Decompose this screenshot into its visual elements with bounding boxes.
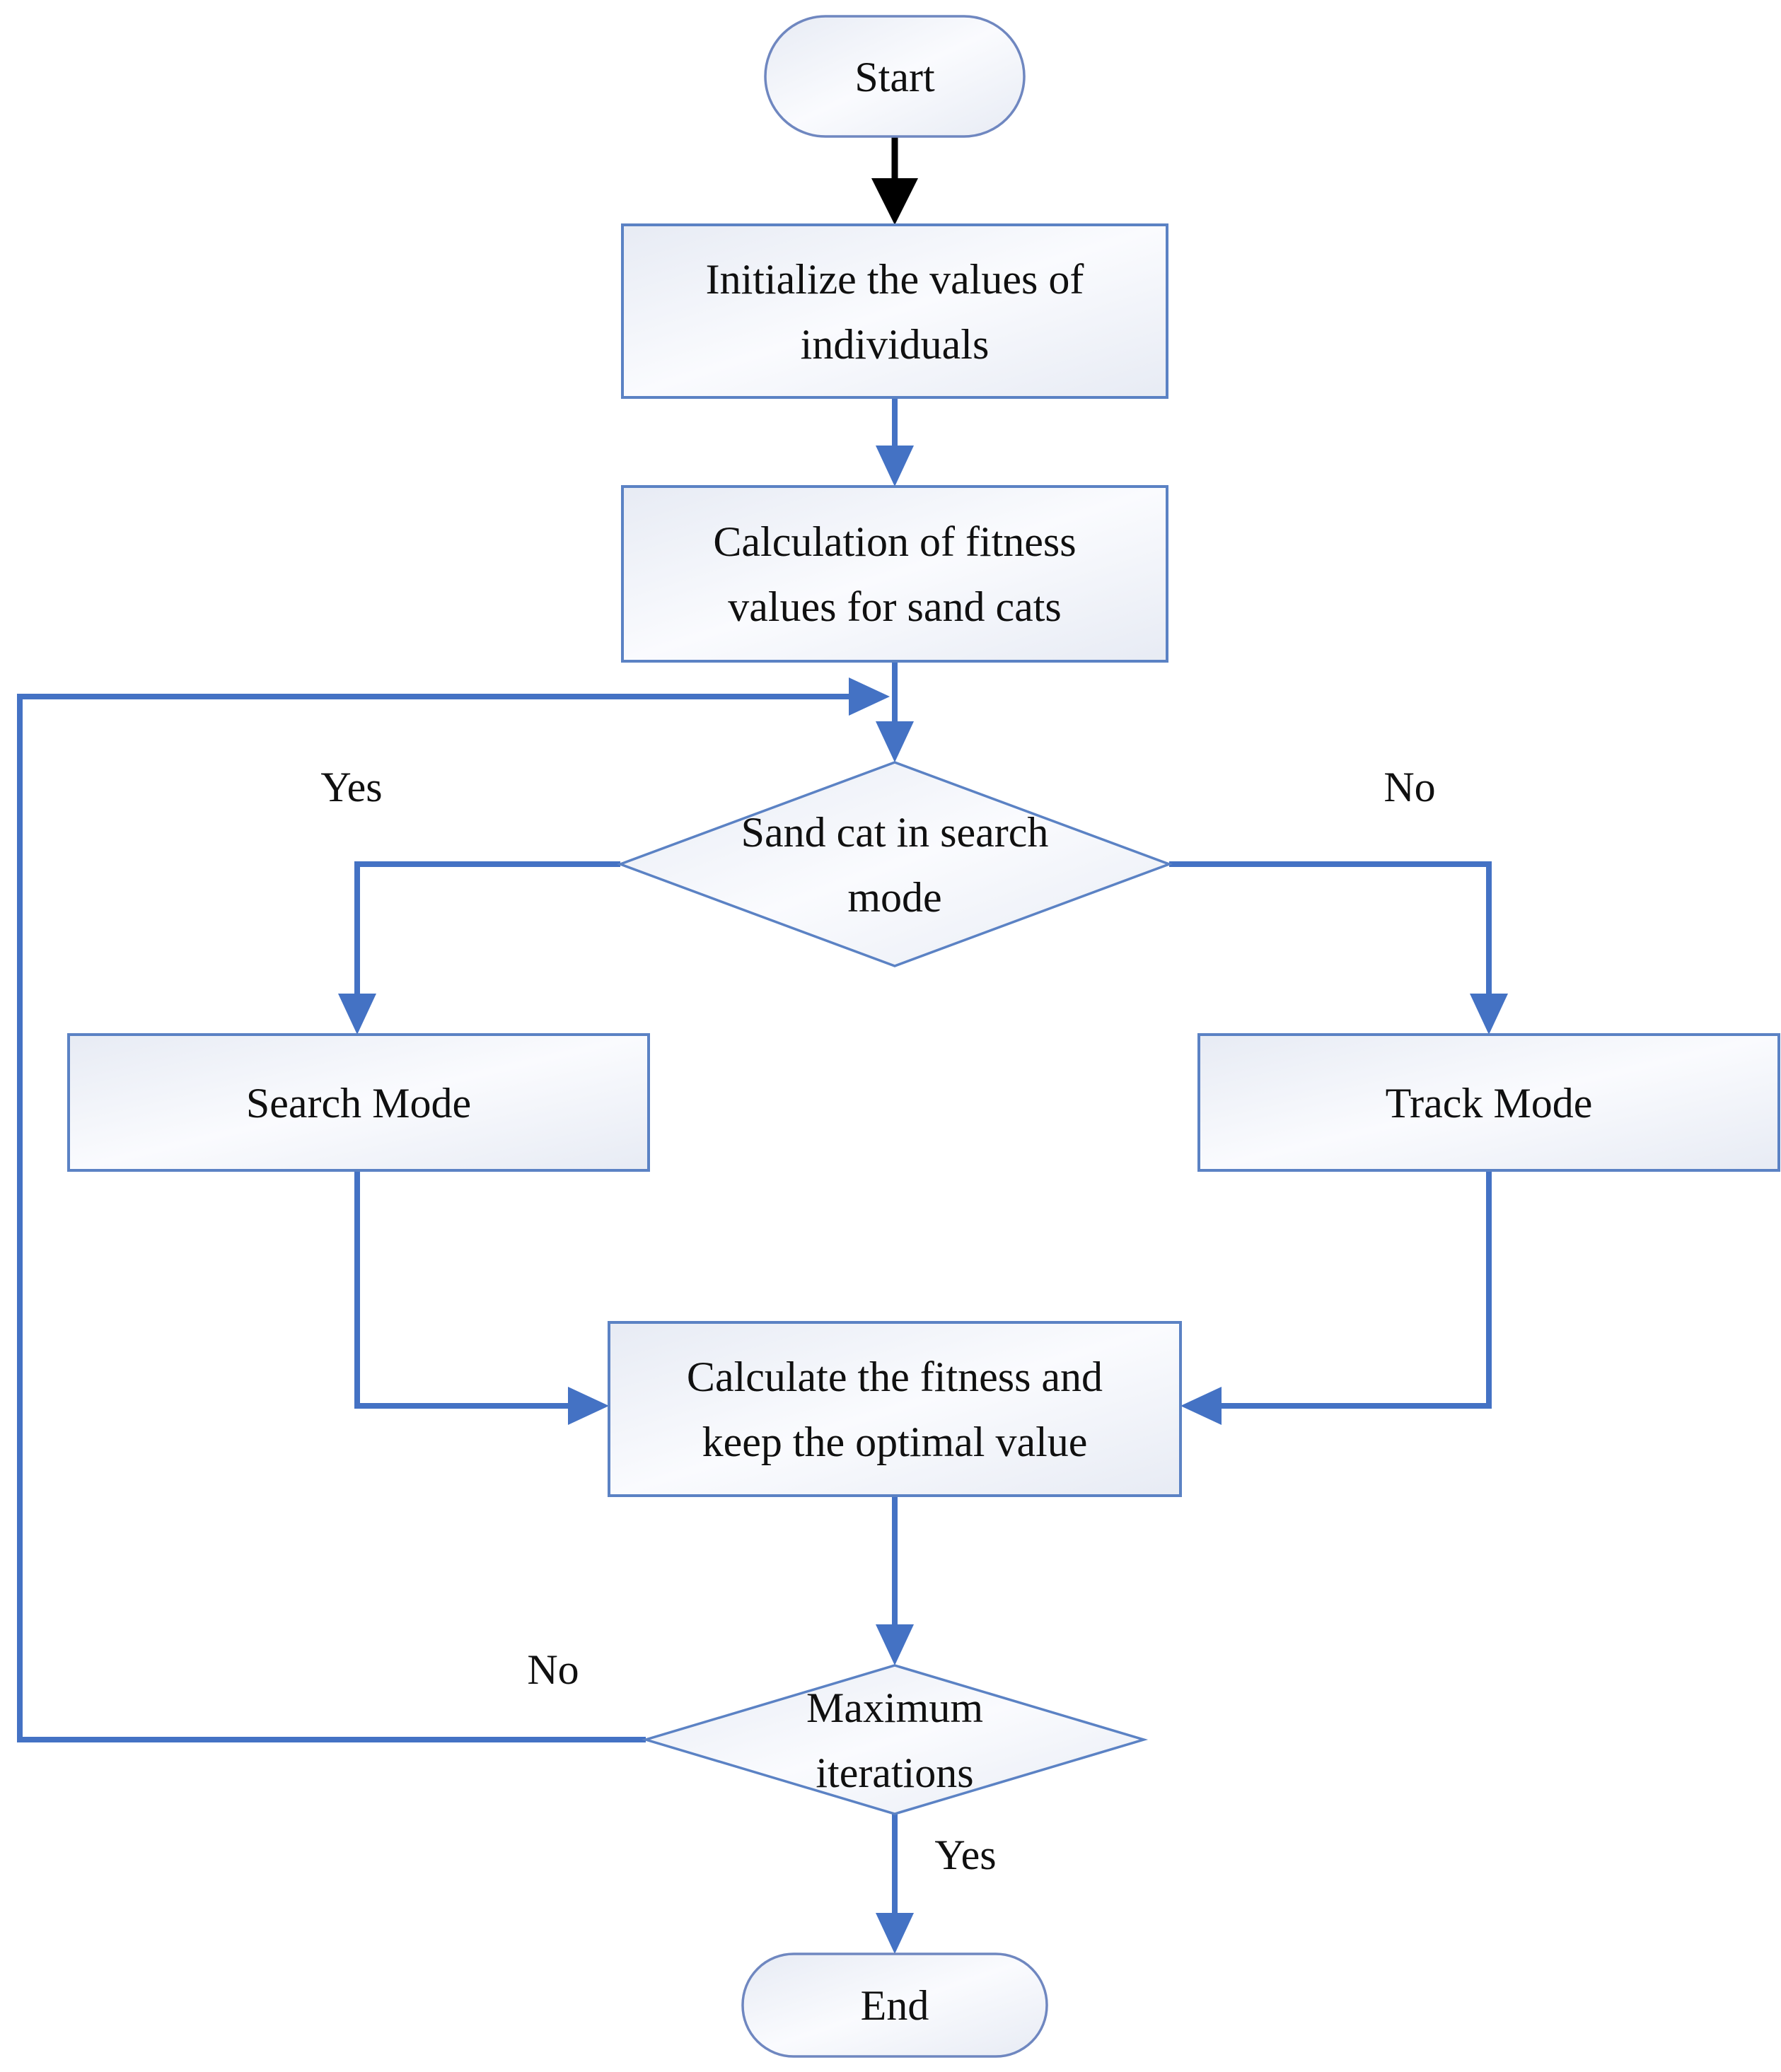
max-iterations-label-line2: iterations [816, 1750, 973, 1796]
fitness-label-line1: Calculation of fitness [713, 518, 1076, 565]
initialize-label-line2: individuals [801, 321, 990, 368]
calculate-label-line1: Calculate the fitness and [687, 1354, 1103, 1400]
label-search-yes: Yes [320, 764, 382, 810]
label-iterations-no: No [527, 1646, 579, 1693]
search-mode-label: Search Mode [246, 1080, 471, 1127]
label-search-no: No [1383, 764, 1435, 810]
track-mode-node: Track Mode [1197, 1033, 1780, 1172]
search-decision-label-line1: Sand cat in search [741, 809, 1049, 856]
end-label: End [861, 1982, 929, 2029]
edge-start-to-initialize [871, 136, 918, 225]
max-iterations-label-line1: Maximum [806, 1684, 983, 1731]
start-label: Start [854, 54, 935, 100]
max-iterations-node: Maximum iterations [641, 1664, 1149, 1815]
edge-initialize-to-fitness [876, 397, 914, 487]
calculate-label-line2: keep the optimal value [702, 1419, 1088, 1465]
initialize-node: Initialize the values of individuals [621, 223, 1168, 399]
search-decision-node: Sand cat in search mode [616, 761, 1173, 967]
edge-feedback-loop [17, 677, 890, 1742]
end-node: End [741, 1952, 1048, 2058]
search-decision-label-line2: mode [847, 874, 941, 921]
fitness-label-line2: values for sand cats [728, 583, 1062, 630]
label-iterations-yes: Yes [934, 1832, 996, 1878]
edge-fitness-to-search-decision [876, 661, 914, 762]
initialize-label-line1: Initialize the values of [706, 256, 1084, 303]
calculate-node: Calculate the fitness and keep the optim… [608, 1321, 1182, 1497]
edge-decision-yes-to-search-mode [338, 861, 620, 1035]
edge-track-mode-to-calculate [1180, 1170, 1492, 1425]
edge-calculate-to-max-iterations [876, 1496, 914, 1665]
edge-decision-no-to-track-mode [1169, 861, 1508, 1035]
start-node: Start [764, 15, 1026, 138]
track-mode-label: Track Mode [1386, 1080, 1593, 1127]
edge-search-mode-to-calculate [354, 1170, 609, 1425]
edge-iterations-yes-to-end [876, 1814, 914, 1954]
fitness-node: Calculation of fitness values for sand c… [621, 485, 1168, 663]
search-mode-node: Search Mode [67, 1033, 650, 1172]
